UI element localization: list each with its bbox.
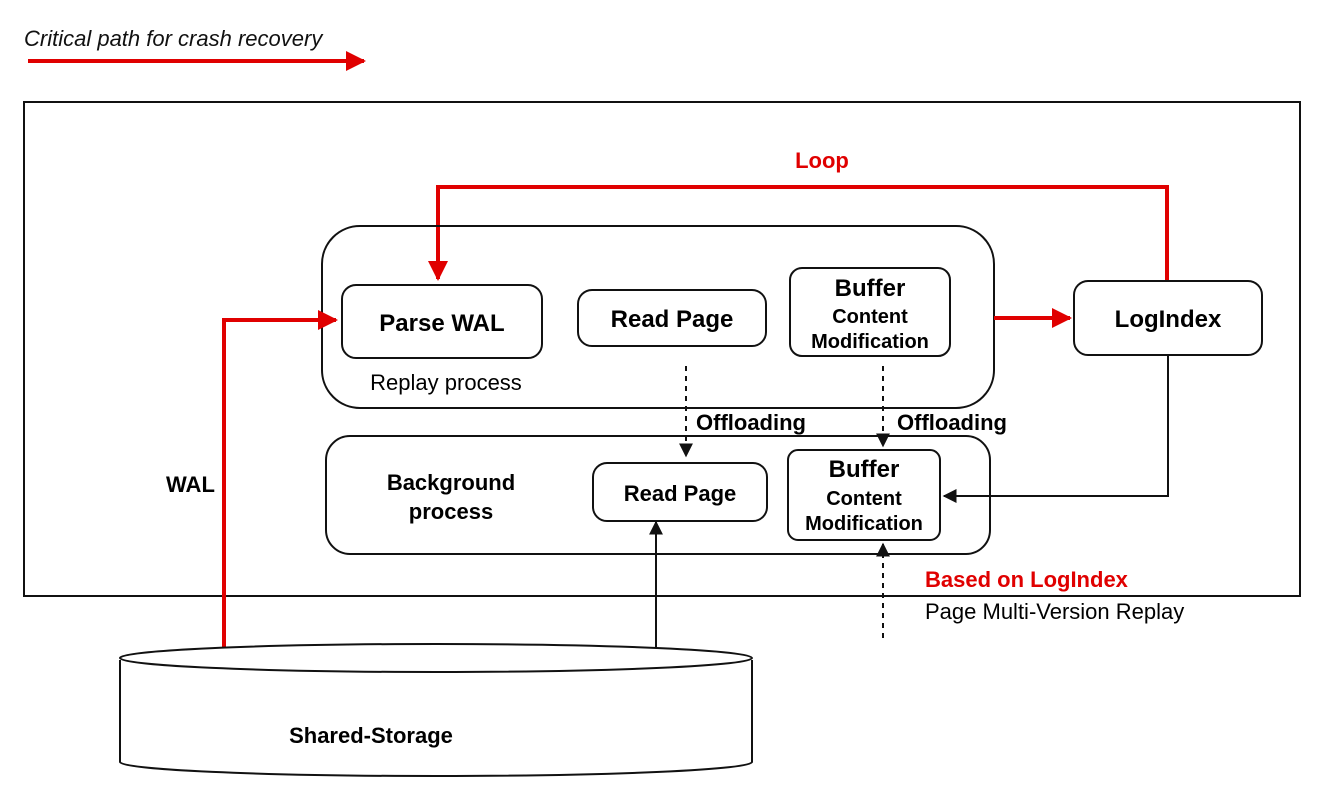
- shared-storage-cylinder: [119, 643, 753, 777]
- background-read-page-label: Read Page: [624, 481, 737, 506]
- replay-buffer-title: Buffer: [835, 275, 906, 302]
- logindex-label: LogIndex: [1115, 306, 1222, 333]
- wal-arrow: [222, 310, 338, 655]
- parse-wal-box: [341, 284, 543, 359]
- shared-storage-label: Shared-Storage: [289, 723, 453, 748]
- background-buffer-title: Buffer: [829, 456, 900, 483]
- page-multi-version-replay-label: Page Multi-Version Replay: [925, 599, 1184, 624]
- replay-process-label: Replay process: [370, 370, 522, 395]
- offloading-right-label: Offloading: [897, 410, 1007, 435]
- loop-label: Loop: [795, 148, 849, 173]
- parse-wal-label: Parse WAL: [379, 310, 504, 337]
- replay-read-page-box: [577, 289, 767, 347]
- replay-read-page-label: Read Page: [611, 306, 734, 333]
- logindex-to-buffer-arrow: [942, 355, 1169, 503]
- background-buffer-box: [787, 449, 941, 541]
- background-process-label-line2: process: [409, 499, 493, 524]
- replay-buffer-box: [789, 267, 951, 357]
- wal-label: WAL: [166, 472, 215, 497]
- background-buffer-line1: Content: [826, 488, 902, 510]
- based-on-logindex-label: Based on LogIndex: [925, 567, 1129, 592]
- background-process-label-line1: Background: [387, 470, 515, 495]
- replay-buffer-line1: Content: [832, 306, 908, 328]
- legend-text: Critical path for crash recovery: [24, 26, 324, 51]
- background-buffer-line2: Modification: [805, 513, 923, 535]
- background-read-page-box: [592, 462, 768, 522]
- outer-frame: [23, 101, 1301, 597]
- offloading-left-label: Offloading: [696, 410, 806, 435]
- loop-arrow: [428, 185, 1169, 281]
- replay-buffer-line2: Modification: [811, 331, 929, 353]
